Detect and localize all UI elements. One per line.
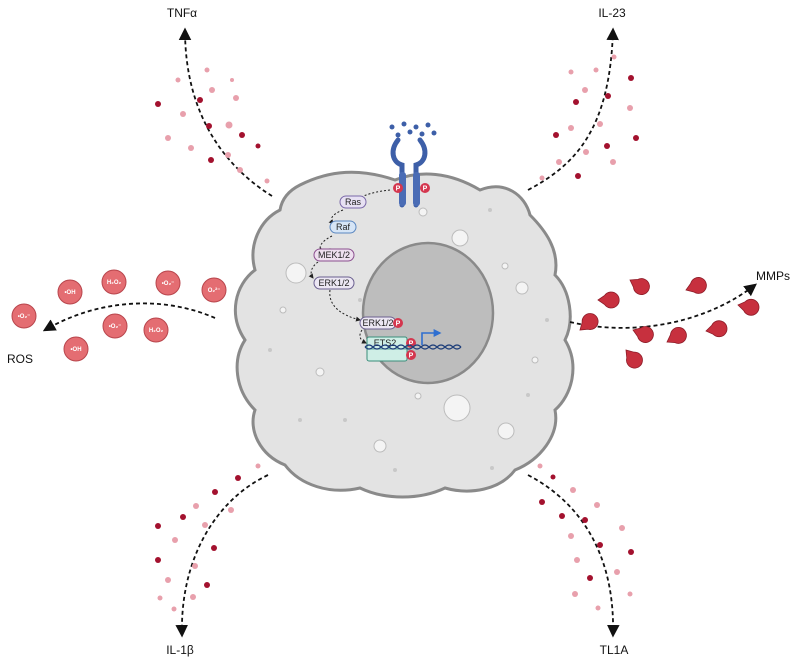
tnf-particles — [155, 67, 270, 184]
phospho-label: P — [423, 186, 428, 193]
receptor: P P — [389, 121, 437, 208]
erk-cyto-node — [313, 276, 355, 290]
phospho-label: P — [396, 321, 401, 328]
il23-particles — [539, 54, 639, 181]
ros-molecule: H₂O₂ — [143, 317, 169, 343]
ros-molecule: H₂O₂ — [101, 269, 127, 295]
ras-node — [339, 195, 367, 209]
vesicle — [285, 262, 307, 284]
phospho-erk — [393, 318, 403, 328]
phospho-label: P — [409, 353, 414, 360]
ros-molecule-label: O₂²⁻ — [208, 287, 221, 294]
erk-cyto-label: ERK1/2 — [318, 278, 349, 288]
vesicle — [443, 394, 471, 422]
tl1a-particles — [537, 463, 634, 611]
mek-node — [313, 248, 355, 262]
ros-molecule-label: •OH — [64, 290, 75, 296]
phospho-receptor-right — [420, 183, 430, 193]
raf-label: Raf — [336, 222, 351, 232]
ets2-label: ETS2 — [374, 338, 397, 348]
vesicle — [531, 356, 539, 364]
ros-molecule-label: •O₂⁻ — [18, 314, 31, 320]
vesicle — [279, 306, 287, 314]
mmp-particle — [737, 298, 760, 316]
phospho-label: P — [396, 186, 401, 193]
il1b-label: IL-1β — [166, 643, 194, 657]
ligand-dots — [389, 121, 437, 138]
ros-molecule: •O₂⁻ — [102, 313, 128, 339]
ros-molecule: •O₂⁻ — [11, 303, 37, 329]
signaling-cascade: Ras Raf MEK1/2 ERK1/2 ERK1/2 P ETS2 P P — [308, 189, 462, 362]
tnf-label: TNFα — [167, 6, 197, 20]
cytoplasm-vesicles — [279, 207, 539, 453]
il1b-secretion: IL-1β — [155, 463, 269, 657]
ros-molecule-label: H₂O₂ — [149, 328, 164, 334]
ros-molecule-label: •O₂⁻ — [109, 324, 122, 330]
ros-molecule: •O₂⁻ — [155, 270, 181, 296]
vesicle — [418, 207, 428, 217]
vesicle — [315, 367, 325, 377]
ros-molecules: •O₂⁻ •OH H₂O₂ •O₂⁻ O₂²⁻ •O₂⁻ H₂O₂ •OH — [11, 269, 227, 362]
mmp-particle — [629, 278, 650, 295]
ros-secretion: •O₂⁻ •OH H₂O₂ •O₂⁻ O₂²⁻ •O₂⁻ H₂O₂ •OH ROS — [7, 269, 227, 366]
mmp-particle — [579, 313, 599, 331]
mek-label: MEK1/2 — [318, 250, 350, 260]
vesicle — [501, 262, 509, 270]
nucleus — [361, 241, 495, 385]
ros-molecule-label: •O₂⁻ — [162, 281, 175, 287]
mmp-particle — [705, 320, 728, 338]
mmp-particle — [597, 291, 620, 309]
ros-label: ROS — [7, 352, 33, 366]
phospho-ets2-bottom — [406, 350, 416, 360]
mmp-particles — [579, 277, 760, 369]
tnf-secretion: TNFα — [155, 6, 273, 197]
tl1a-secretion: TL1A — [527, 463, 634, 657]
tl1a-label: TL1A — [600, 643, 629, 657]
transcription-arrow — [421, 329, 442, 345]
mmp-particle — [685, 277, 707, 294]
ras-label: Ras — [345, 197, 362, 207]
vesicle — [497, 422, 515, 440]
phospho-label: P — [409, 341, 414, 348]
mmp-secretion: MMPs — [569, 269, 790, 369]
il23-secretion: IL-23 — [527, 6, 639, 191]
vesicle — [373, 439, 387, 453]
vesicle — [451, 229, 469, 247]
vesicle — [515, 281, 529, 295]
erk-nuclear-label: ERK1/2 — [362, 318, 393, 328]
ros-molecule: •OH — [63, 336, 89, 362]
ros-molecule: •OH — [57, 279, 83, 305]
ros-molecule: O₂²⁻ — [201, 277, 227, 303]
il1b-particles — [155, 463, 261, 612]
vesicle — [414, 392, 422, 400]
mmp-particle — [666, 327, 687, 344]
mmp-particle — [625, 349, 643, 369]
raf-node — [329, 220, 357, 234]
il23-label: IL-23 — [598, 6, 626, 20]
cell — [233, 170, 575, 499]
mmp-particle — [632, 326, 654, 343]
phospho-receptor-left — [393, 183, 403, 193]
ros-molecule-label: •OH — [70, 347, 81, 353]
mmps-label: MMPs — [756, 269, 790, 283]
ros-molecule-label: H₂O₂ — [107, 280, 122, 286]
